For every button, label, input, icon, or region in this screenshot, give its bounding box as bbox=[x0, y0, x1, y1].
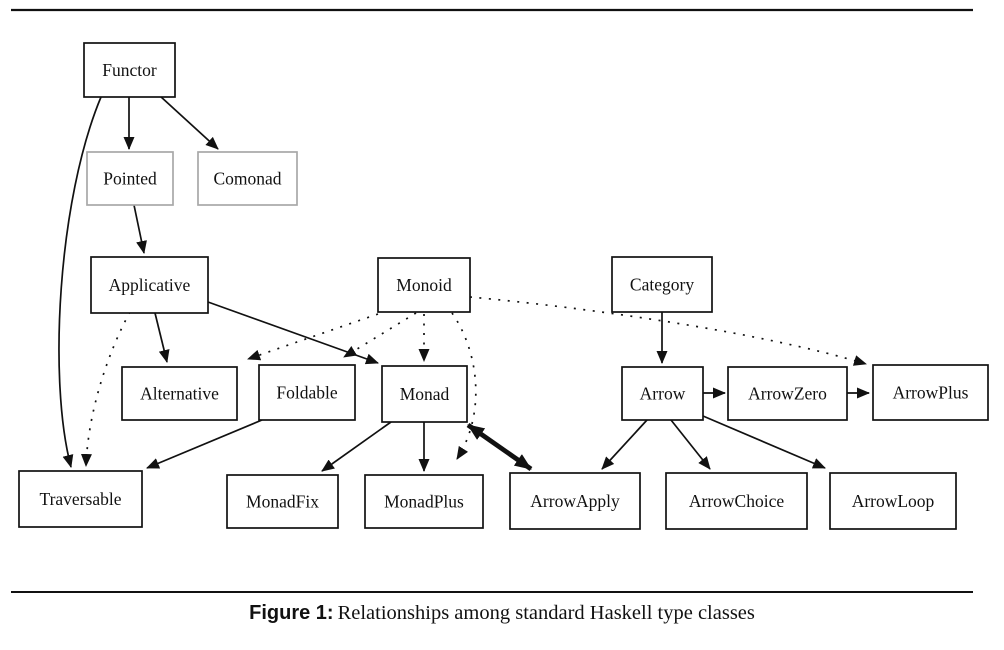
edge-monoid-foldable-dotted bbox=[343, 312, 417, 358]
edge-arrow-arrowloop bbox=[702, 415, 826, 469]
figure-caption-label: Figure 1: bbox=[249, 602, 334, 624]
edge-monad-monadfix bbox=[321, 421, 392, 472]
svg-text:ArrowPlus: ArrowPlus bbox=[893, 383, 969, 403]
node-functor: Functor bbox=[83, 42, 176, 98]
svg-text:ArrowLoop: ArrowLoop bbox=[852, 491, 935, 511]
node-monadplus: MonadPlus bbox=[364, 474, 484, 529]
node-pointed: Pointed bbox=[86, 151, 174, 206]
svg-text:Alternative: Alternative bbox=[140, 384, 219, 404]
edge-functor-traversable bbox=[58, 96, 102, 468]
svg-text:Arrow: Arrow bbox=[640, 384, 686, 404]
svg-text:ArrowChoice: ArrowChoice bbox=[689, 491, 784, 511]
node-comonad: Comonad bbox=[197, 151, 298, 206]
node-arrowzero: ArrowZero bbox=[727, 366, 848, 421]
node-applicative: Applicative bbox=[90, 256, 209, 314]
node-monad: Monad bbox=[381, 365, 468, 423]
node-arrowapply: ArrowApply bbox=[509, 472, 641, 530]
node-traversable: Traversable bbox=[18, 470, 143, 528]
edge-monoid-alternative-dotted bbox=[247, 313, 379, 361]
edge-monad-arrowapply-equivalence bbox=[466, 423, 533, 471]
node-alternative: Alternative bbox=[121, 366, 238, 421]
node-foldable: Foldable bbox=[258, 364, 356, 421]
svg-text:Category: Category bbox=[630, 275, 694, 295]
svg-text:Pointed: Pointed bbox=[103, 169, 157, 189]
svg-text:Foldable: Foldable bbox=[276, 383, 337, 403]
svg-text:ArrowApply: ArrowApply bbox=[530, 491, 620, 511]
edge-applicative-traversable-dotted bbox=[80, 311, 131, 467]
svg-text:Monoid: Monoid bbox=[396, 275, 452, 295]
svg-text:Functor: Functor bbox=[102, 60, 157, 80]
node-monoid: Monoid bbox=[377, 257, 471, 313]
node-arrow: Arrow bbox=[621, 366, 704, 421]
edge-functor-comonad bbox=[159, 95, 219, 150]
svg-text:ArrowZero: ArrowZero bbox=[748, 384, 827, 404]
svg-text:Monad: Monad bbox=[400, 384, 450, 404]
node-arrowloop: ArrowLoop bbox=[829, 472, 957, 530]
figure-caption-text: Relationships among standard Haskell typ… bbox=[337, 602, 755, 624]
figure-caption: Figure 1: Relationships among standard H… bbox=[0, 602, 1004, 625]
edge-applicative-monad bbox=[207, 301, 379, 365]
node-arrowplus: ArrowPlus bbox=[872, 364, 989, 421]
svg-text:Applicative: Applicative bbox=[109, 275, 191, 295]
edge-pointed-applicative bbox=[133, 204, 147, 254]
svg-text:MonadFix: MonadFix bbox=[246, 492, 319, 512]
edge-arrow-arrowchoice bbox=[670, 419, 711, 470]
svg-text:MonadPlus: MonadPlus bbox=[384, 492, 464, 512]
svg-text:Comonad: Comonad bbox=[213, 169, 281, 189]
edge-applicative-alternative bbox=[154, 312, 170, 363]
node-arrowchoice: ArrowChoice bbox=[665, 472, 808, 530]
edge-foldable-traversable bbox=[146, 419, 263, 469]
node-category: Category bbox=[611, 256, 713, 313]
edge-arrow-arrowapply bbox=[601, 419, 648, 470]
node-monadfix: MonadFix bbox=[226, 474, 339, 529]
svg-text:Traversable: Traversable bbox=[40, 489, 122, 509]
